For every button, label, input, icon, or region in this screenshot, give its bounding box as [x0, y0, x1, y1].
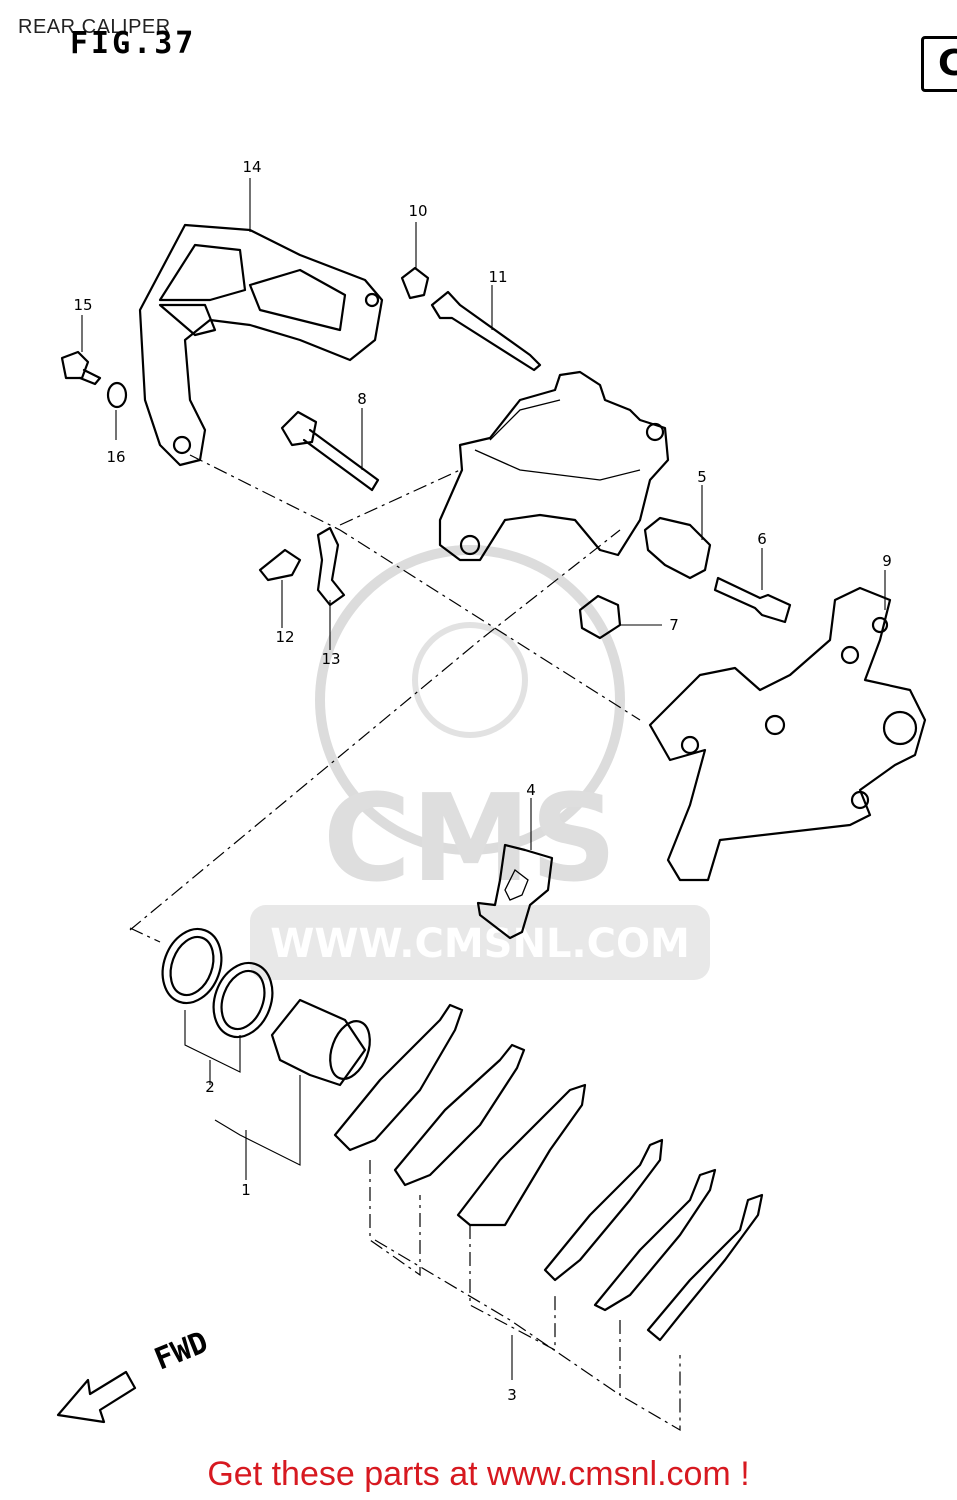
callout-10: 10 — [408, 202, 427, 220]
part-1-piston — [270, 998, 371, 1087]
callout-14: 14 — [242, 158, 261, 176]
callout-4: 4 — [526, 781, 536, 799]
part-5-boot — [643, 516, 712, 580]
callout-15: 15 — [73, 296, 92, 314]
callout-13: 13 — [321, 650, 340, 668]
part-3-pads — [333, 1003, 764, 1342]
footer-link-text[interactable]: Get these parts at www.cmsnl.com ! — [207, 1455, 750, 1493]
callout-6: 6 — [757, 530, 767, 548]
callout-5: 5 — [697, 468, 707, 486]
callout-16: 16 — [106, 448, 125, 466]
figure-number: FIG.37 — [70, 26, 197, 61]
part-6-bolt — [713, 576, 792, 624]
watermark-mascot-icon — [412, 622, 528, 738]
part-10-cap — [400, 266, 430, 300]
part-8-bolt — [280, 410, 380, 492]
callout-numbers: 1 2 3 4 5 6 7 8 9 10 11 12 13 14 15 16 — [73, 158, 891, 1404]
part-11-pin — [430, 290, 542, 372]
callout-2: 2 — [205, 1078, 215, 1096]
diagram-title: REAR CALIPER — [18, 16, 171, 38]
section-letter: C — [938, 43, 957, 84]
watermark-url-text: WWW.CMSNL.COM — [270, 921, 690, 967]
watermark: CMS WWW.CMSNL.COM — [250, 545, 710, 980]
callout-9: 9 — [882, 552, 892, 570]
part-15-bolt — [60, 350, 102, 386]
part-13-plate — [316, 526, 346, 607]
part-2-seals — [161, 927, 274, 1039]
fwd-indicator: FWD — [56, 1325, 213, 1424]
section-badge: C — [921, 36, 957, 92]
part-9-bracket — [648, 586, 927, 882]
part-14-caliper-guard — [138, 223, 384, 467]
callout-1: 1 — [241, 1181, 251, 1199]
watermark-logo-ring — [315, 545, 625, 855]
watermark-logo-text: CMS — [323, 770, 617, 909]
caliper-body — [438, 370, 670, 562]
part-12-bleeder — [258, 548, 302, 582]
callout-11: 11 — [488, 268, 507, 286]
part-4-spring — [476, 843, 554, 940]
watermark-url-plate — [250, 905, 710, 980]
part-16-washer — [106, 381, 128, 409]
fwd-label: FWD — [150, 1325, 213, 1378]
callout-8: 8 — [357, 390, 367, 408]
callout-12: 12 — [275, 628, 294, 646]
callout-3: 3 — [507, 1386, 517, 1404]
assembly-lines — [129, 454, 681, 1432]
fwd-arrow-icon — [56, 1370, 137, 1424]
callout-7: 7 — [669, 616, 679, 634]
leader-lines — [81, 178, 886, 1380]
